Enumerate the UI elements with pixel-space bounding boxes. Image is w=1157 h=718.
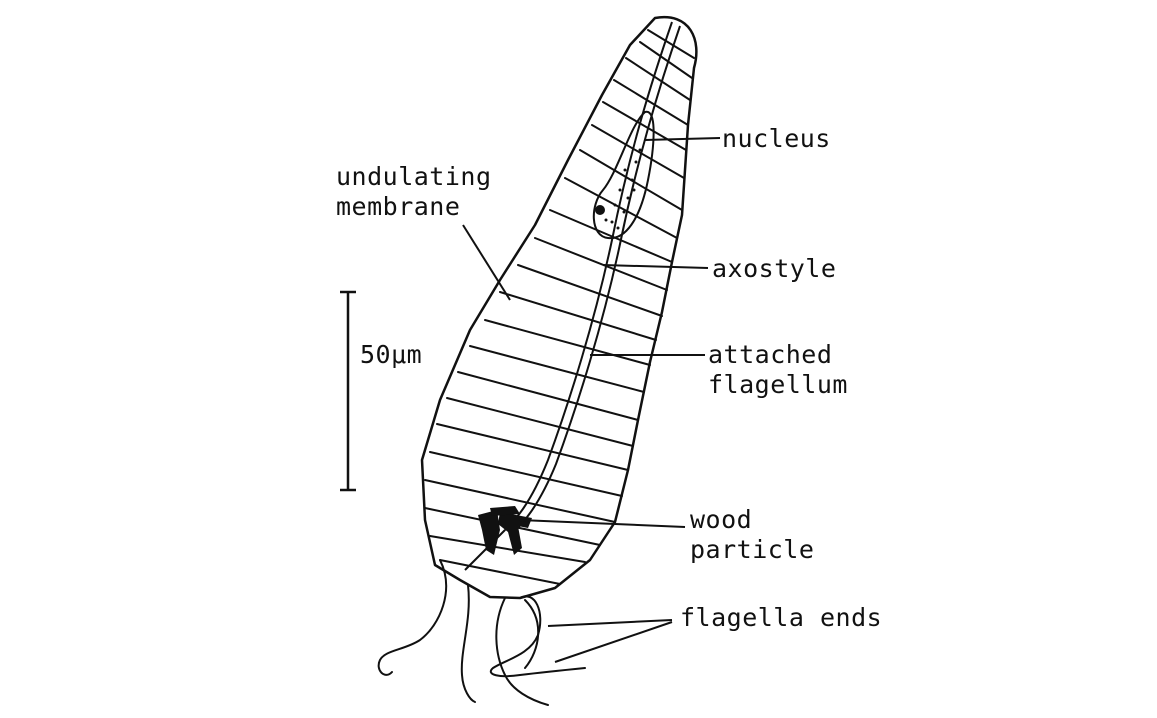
wood-particle-label: wood particle bbox=[690, 505, 815, 564]
spiral-striations bbox=[424, 29, 695, 585]
flagella-leader-upper bbox=[547, 619, 673, 627]
axostyle-label: axostyle bbox=[712, 254, 837, 283]
undulating-membrane-label: undulating membrane bbox=[336, 162, 492, 221]
flagella-ends-label: flagella ends bbox=[680, 603, 883, 632]
wood-particle-leader bbox=[519, 519, 686, 528]
wood-particle-shape bbox=[478, 506, 532, 555]
attached-flagellum-label: attached flagellum bbox=[708, 340, 848, 399]
membrane-leader bbox=[462, 224, 511, 301]
leader-lines bbox=[462, 137, 721, 663]
nucleus-leader bbox=[644, 137, 721, 141]
scale-label: 50μm bbox=[360, 340, 423, 369]
axostyle-line bbox=[464, 21, 681, 571]
axostyle-leader bbox=[602, 264, 709, 269]
nucleus-label: nucleus bbox=[722, 124, 831, 153]
scale-bar bbox=[340, 290, 356, 492]
flagella-leader-lower bbox=[554, 621, 673, 663]
nucleus-shape bbox=[592, 110, 655, 240]
flagella-ends bbox=[377, 559, 586, 706]
